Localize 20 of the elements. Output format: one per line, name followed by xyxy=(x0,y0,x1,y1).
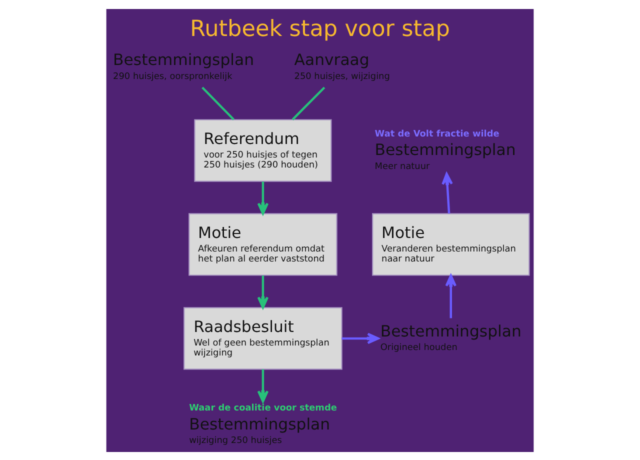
node-box: Motie Afkeuren referendum omdat het plan al eerder vaststond xyxy=(188,212,338,276)
connector xyxy=(202,86,234,120)
arrow xyxy=(257,181,269,214)
arrow xyxy=(445,274,457,318)
connector xyxy=(292,86,326,120)
node-text: Bestemmingsplan Meer natuur xyxy=(374,140,516,172)
node-text: Bestemmingsplan 290 huisjes, oorspronkelijk xyxy=(113,50,254,82)
node-text: Bestemmingsplan wijziging 250 huisjes xyxy=(189,414,330,446)
node-text: Aanvraag 250 huisjes, wijziging xyxy=(294,50,390,82)
arrow xyxy=(257,275,269,308)
node-box: Raadsbesluit Wel of geen bestemmingsplan wijziging xyxy=(184,306,342,370)
node-label: Wat de Volt fractie wilde xyxy=(374,128,500,139)
diagram-title: Rutbeek stap voor stap xyxy=(190,15,450,42)
arrow xyxy=(442,172,453,213)
arrow xyxy=(342,332,380,344)
arrow xyxy=(257,368,269,402)
node-box: Motie Veranderen bestemmingsplan naar natuur xyxy=(372,212,530,276)
node-text: Bestemmingsplan Origineel houden xyxy=(380,320,522,353)
node-box: Referendum voor 250 huisjes of tegen 250 huisjes (290 houden) xyxy=(194,118,332,182)
node-label: Waar de coalitie voor stemde xyxy=(189,402,337,413)
